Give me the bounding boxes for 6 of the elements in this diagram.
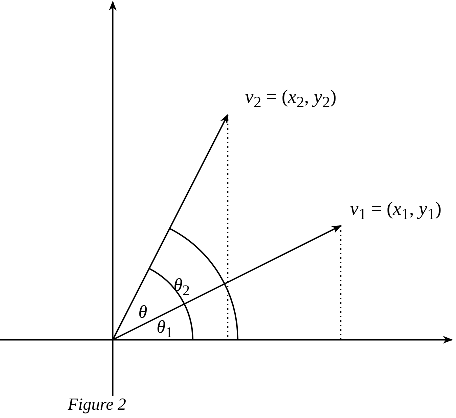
vector-label: v$_{1}$ = (x$_{1}$, y$_{1}$) bbox=[350, 200, 442, 224]
figure-caption: Figure 2 bbox=[68, 396, 126, 415]
angle-label: θ$_{1}$ bbox=[156, 318, 174, 342]
angle-label: θ bbox=[138, 303, 148, 323]
angle-label: θ$_{2}$ bbox=[174, 276, 190, 300]
vector-label: v$_{2}$ = (x$_{2}$, y$_{2}$) bbox=[245, 88, 337, 112]
